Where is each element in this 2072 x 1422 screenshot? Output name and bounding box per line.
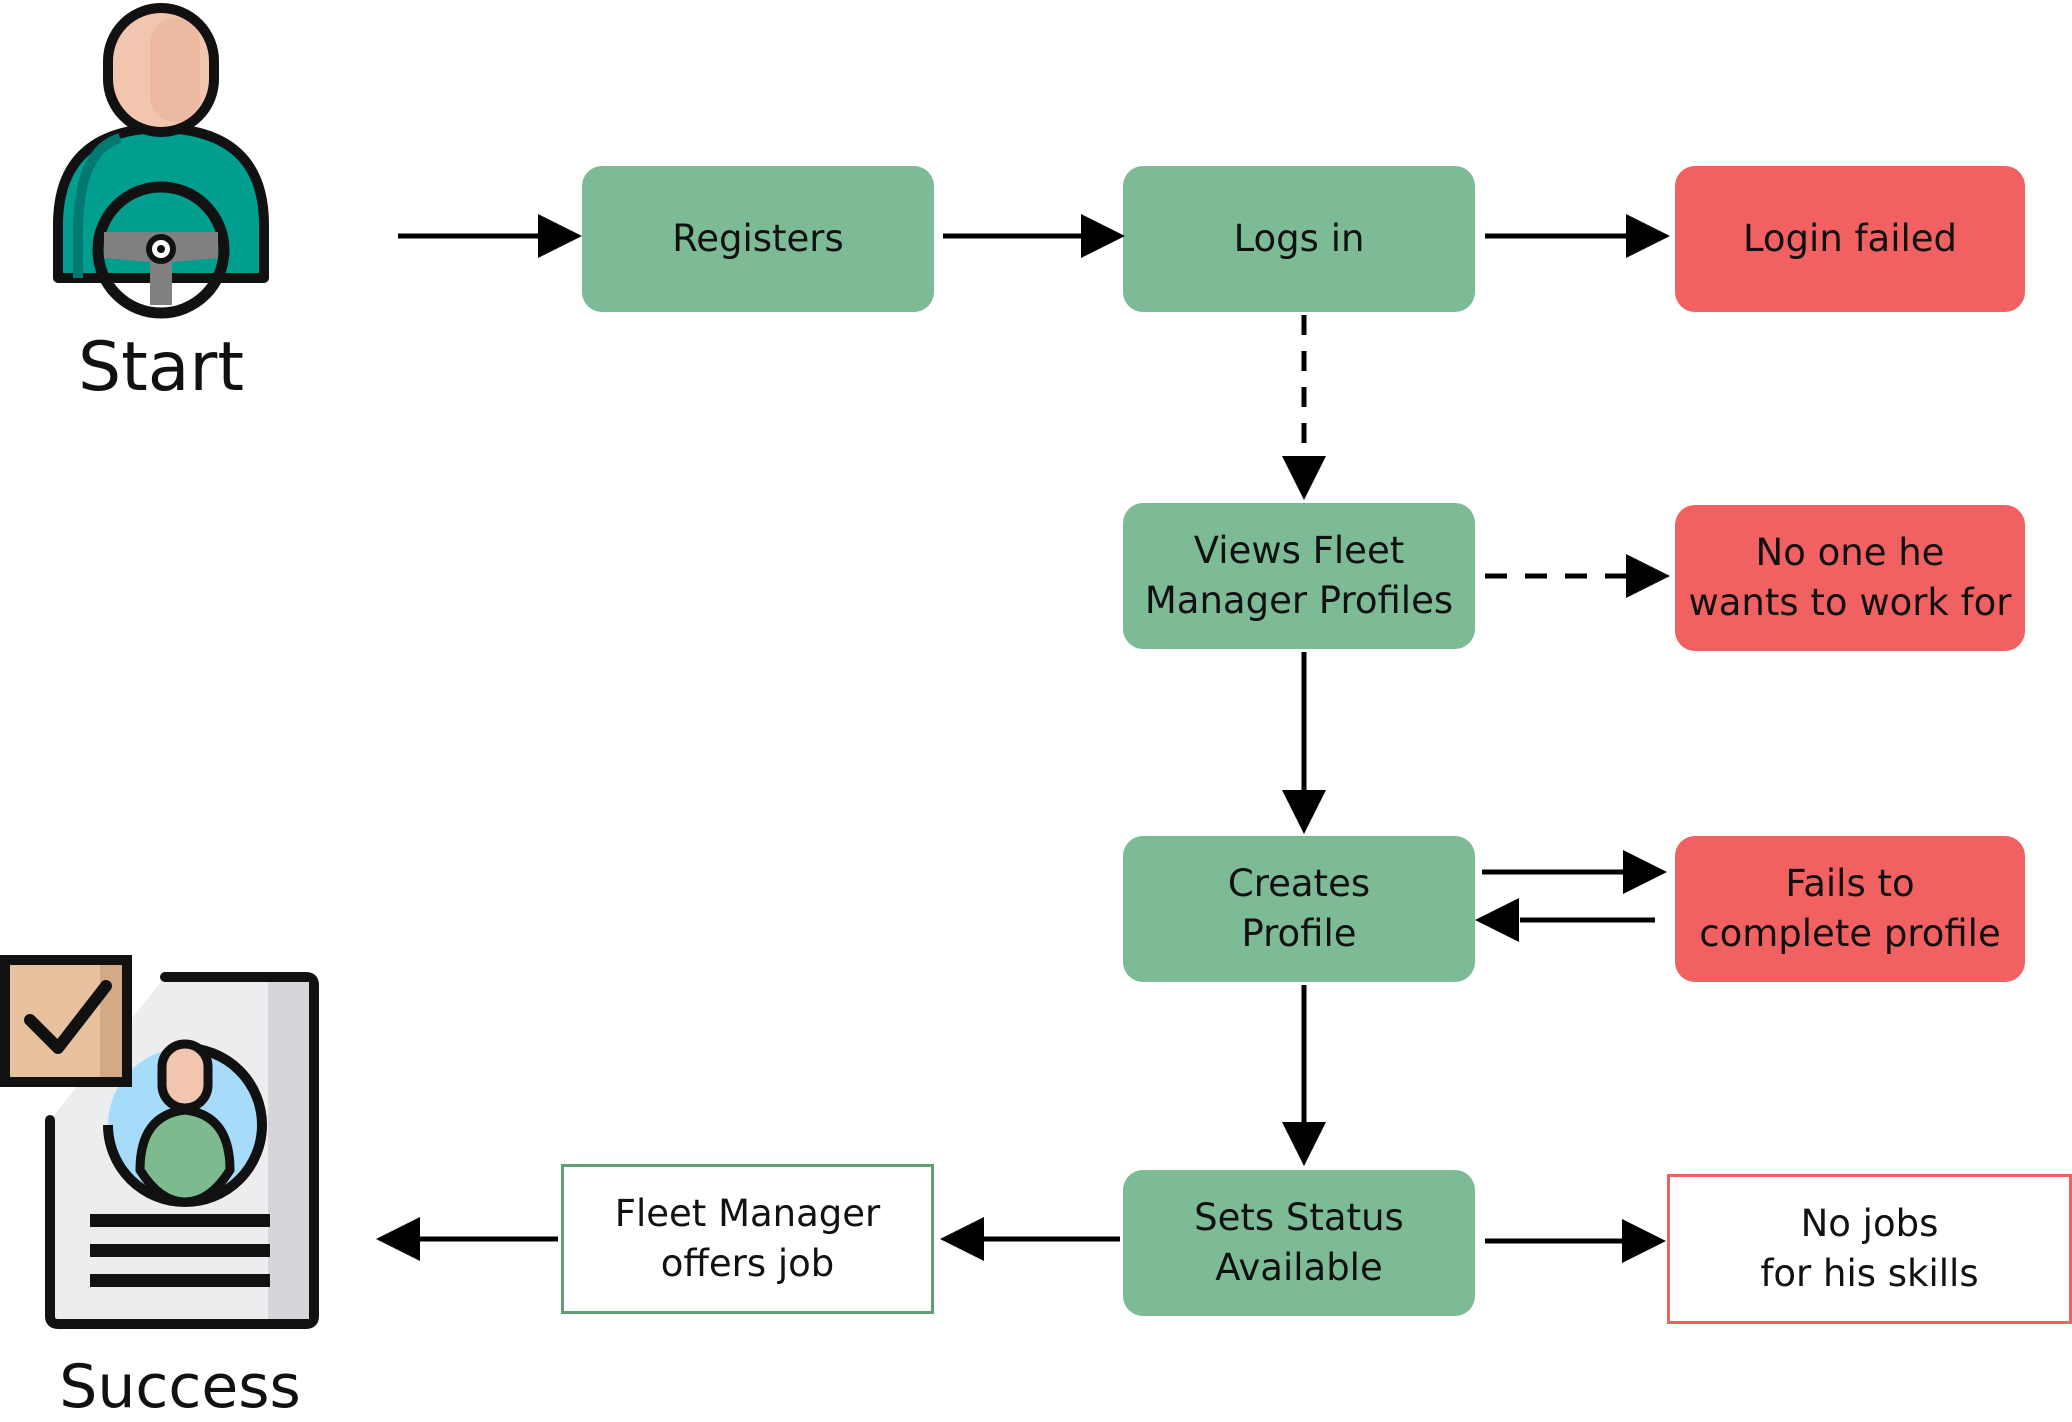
- fails-to-complete-profile-node: Fails to complete profile: [1675, 836, 2025, 982]
- arrowhead: [1081, 214, 1125, 258]
- creates-profile-node: Creates Profile: [1123, 836, 1475, 982]
- arrowhead: [1622, 1219, 1666, 1263]
- fleet-manager-offers-job-node: Fleet Manager offers job: [561, 1164, 934, 1314]
- no-one-he-wants-to-work-for-node: No one he wants to work for: [1675, 505, 2025, 651]
- no-jobs-for-his-skills-node: No jobs for his skills: [1667, 1174, 2072, 1324]
- arrowhead: [376, 1217, 420, 1261]
- start-label: Start: [77, 328, 245, 407]
- success-label: Success: [59, 1352, 301, 1422]
- arrowhead: [940, 1217, 984, 1261]
- driver-steering-wheel-icon: [53, 3, 269, 319]
- profile-document-checkmark-icon: [0, 955, 319, 1329]
- login-failed-node: Login failed: [1675, 166, 2025, 312]
- logs-in-node: Logs in: [1123, 166, 1475, 312]
- views-fleet-manager-profiles-node: Views Fleet Manager Profiles: [1123, 503, 1475, 649]
- sets-status-available-node: Sets Status Available: [1123, 1170, 1475, 1316]
- arrowhead: [1282, 1122, 1326, 1166]
- arrowhead: [1475, 898, 1519, 942]
- arrowhead: [1282, 790, 1326, 834]
- arrowhead: [1626, 214, 1670, 258]
- arrowhead: [538, 214, 582, 258]
- arrowhead: [1623, 850, 1667, 894]
- arrowhead: [1282, 456, 1326, 500]
- arrowhead: [1626, 554, 1670, 598]
- registers-node: Registers: [582, 166, 934, 312]
